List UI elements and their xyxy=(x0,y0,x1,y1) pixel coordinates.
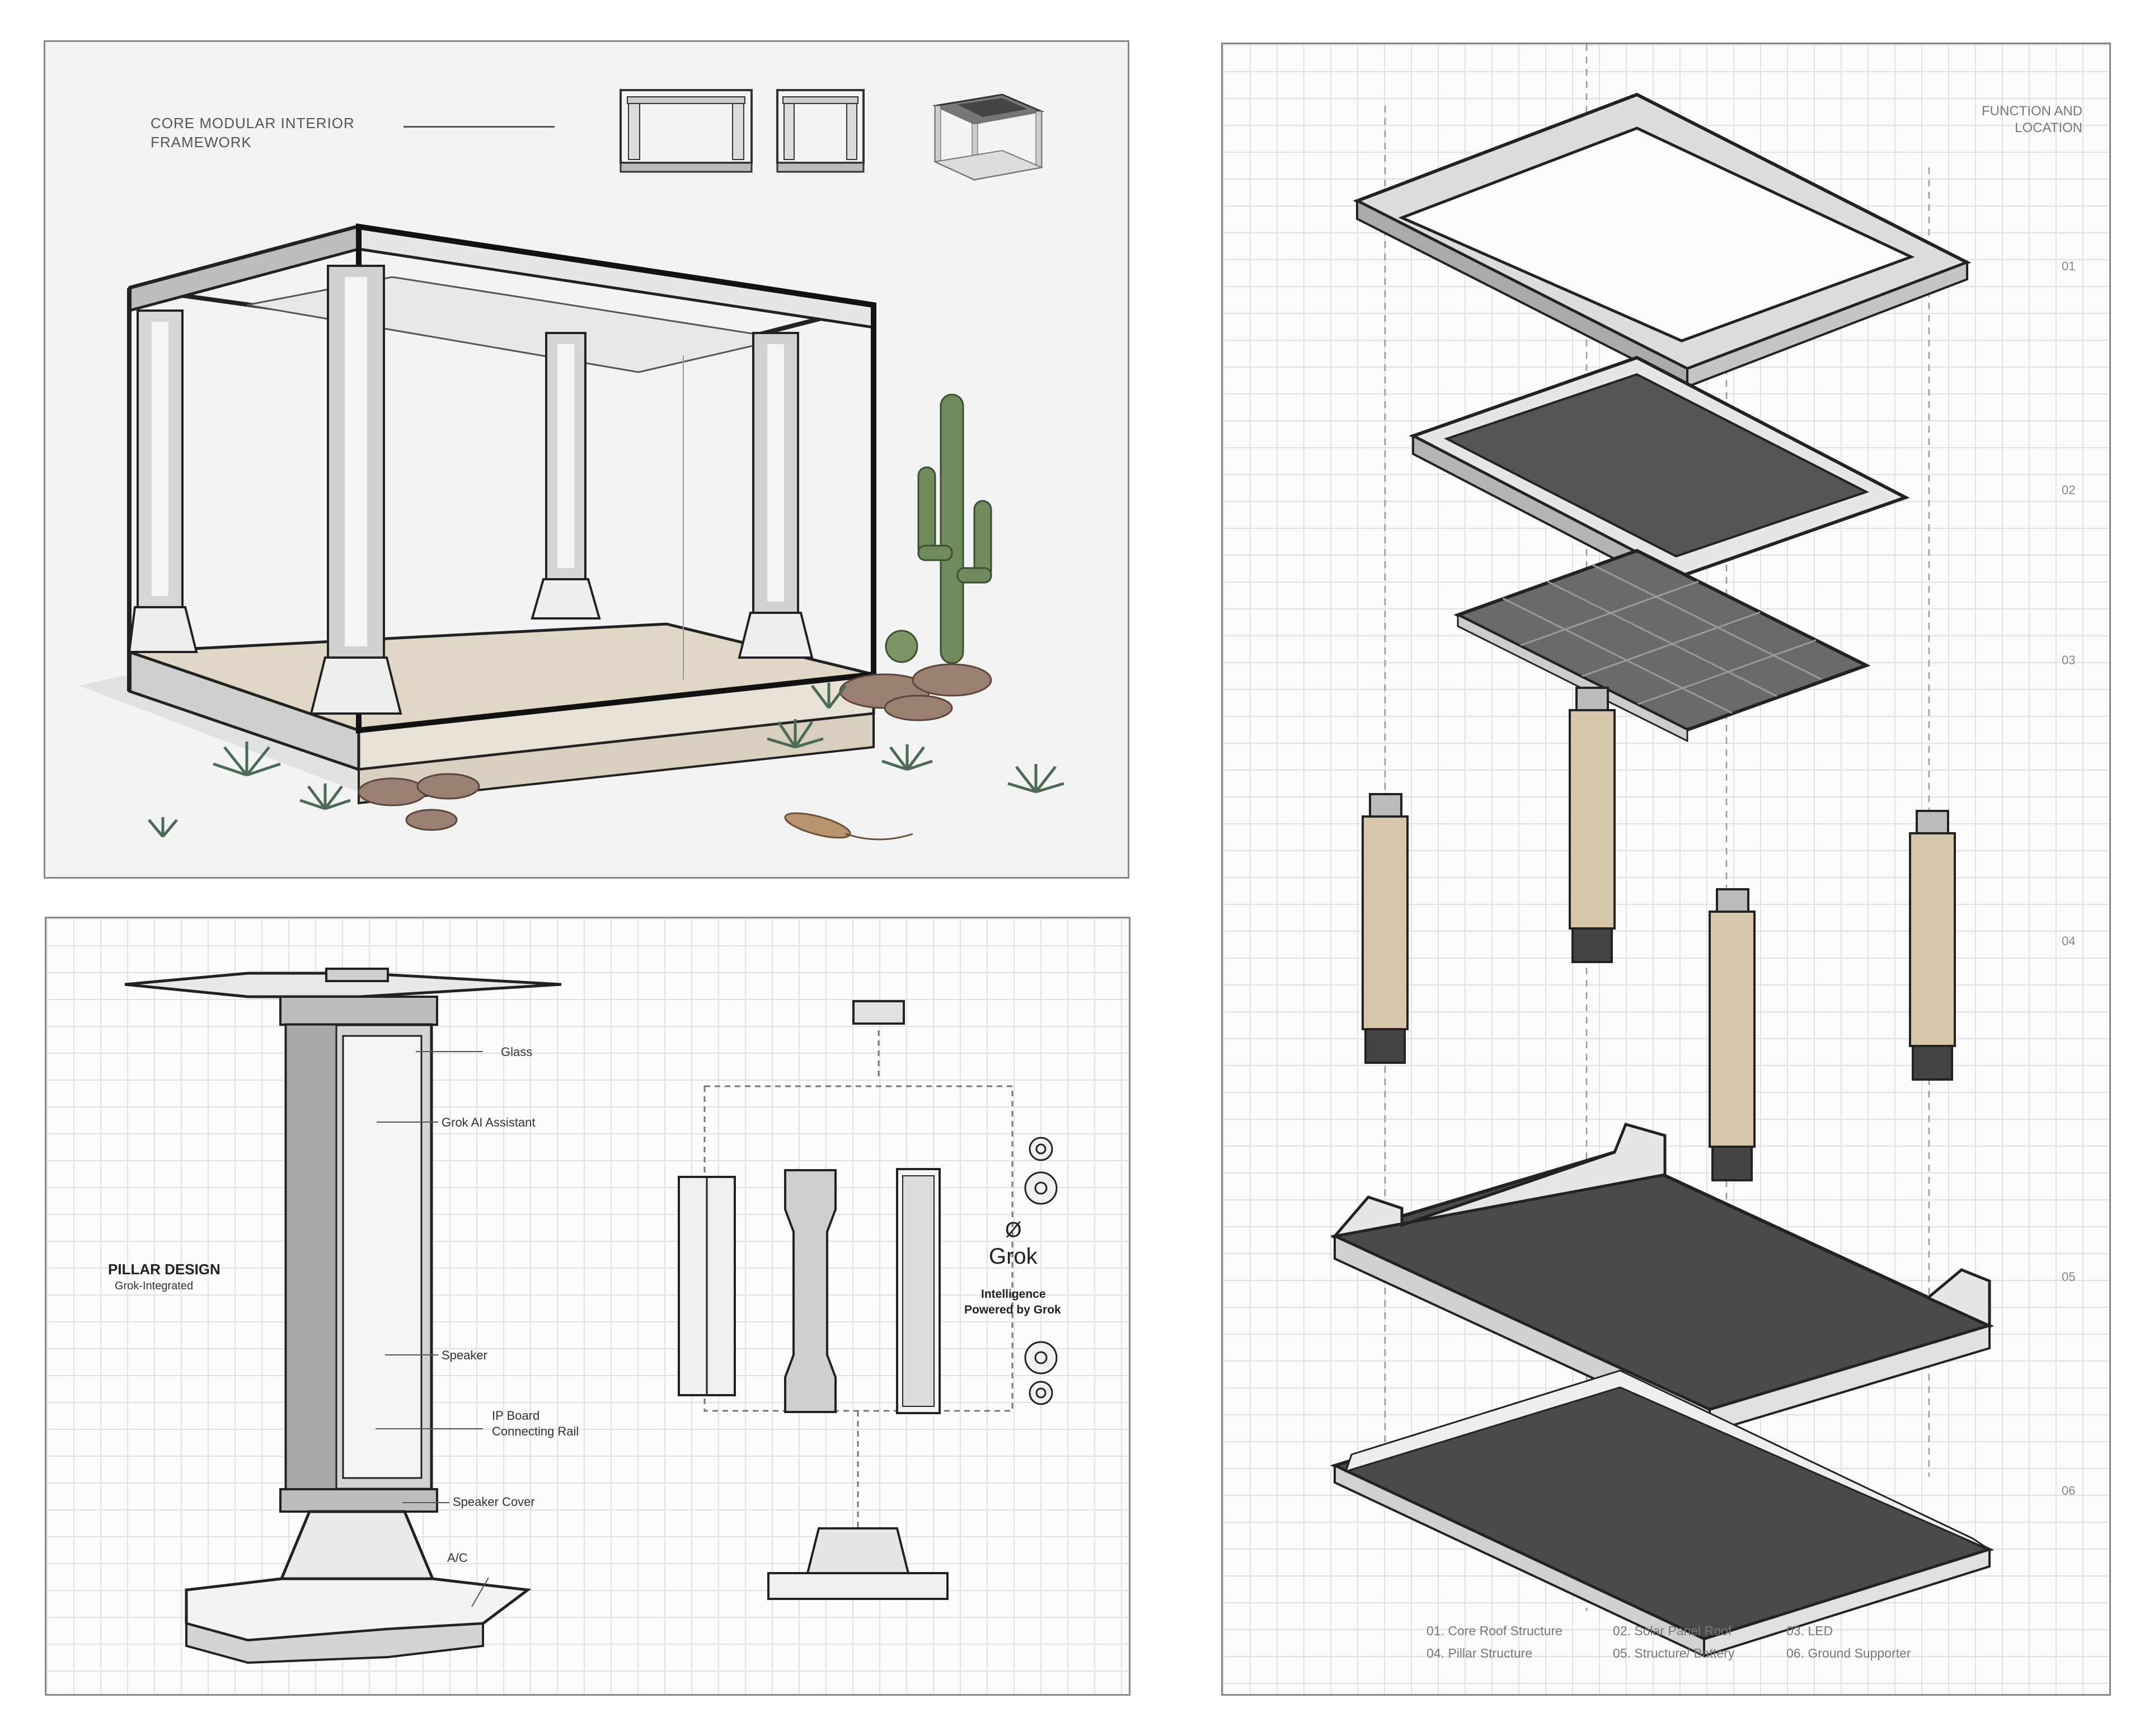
legend-item-04: 04. Pillar Structure xyxy=(1427,1646,1533,1660)
legend-item-03: 03. LED xyxy=(1786,1624,1833,1638)
modular-framework-render xyxy=(79,223,1064,841)
legend-item-01: 01. Core Roof Structure xyxy=(1427,1624,1563,1638)
pillar-back-left xyxy=(128,309,198,653)
legend-item-05: 05. Structure/ Battery xyxy=(1613,1646,1735,1660)
isometric-thumbnail xyxy=(932,93,1045,181)
side-view-thumbnail xyxy=(776,89,865,173)
layer-number-03: 03 xyxy=(2062,653,2076,667)
title-underline xyxy=(403,126,555,128)
legend-item-02: 02. Solar Panel Roof xyxy=(1613,1624,1732,1638)
grok-tagline-line2: Powered by Grok xyxy=(964,1303,1061,1316)
layer-core-roof xyxy=(1353,92,1972,389)
layer-solar-panel-roof xyxy=(1409,355,1910,596)
exploded-view-panel: FUNCTION AND LOCATION xyxy=(1221,43,2111,1696)
layer-number-04: 04 xyxy=(2062,934,2076,948)
grok-tagline-line1: Intelligence xyxy=(981,1288,1046,1301)
pillar-drawing xyxy=(124,968,1058,1664)
exploded-assembly xyxy=(1330,44,1995,1658)
saguaro-cactus xyxy=(917,393,992,664)
callout-speaker: Speaker xyxy=(442,1348,487,1362)
layer-number-05: 05 xyxy=(2062,1270,2076,1284)
pillar-design-panel: Glass Grok AI Assistant Speaker IP Board… xyxy=(45,917,1130,1696)
legend-item-06: 06. Ground Supporter xyxy=(1786,1646,1911,1660)
layer-structure-battery xyxy=(1330,1122,1995,1434)
callout-glass: Glass xyxy=(501,1045,533,1059)
framework-title-line1: CORE MODULAR INTERIOR xyxy=(151,115,355,132)
callout-grok-assistant: Grok AI Assistant xyxy=(442,1115,536,1129)
layer-pillars xyxy=(1362,687,1956,1181)
layer-number-02: 02 xyxy=(2062,483,2076,497)
grok-symbol: Ø xyxy=(1005,1218,1022,1242)
layer-ground-supporter xyxy=(1330,1369,1995,1658)
pillar-front-left xyxy=(309,265,402,715)
grok-wordmark: Grok xyxy=(989,1244,1038,1269)
speaker-discs xyxy=(1024,1137,1058,1405)
function-location-heading-line2: LOCATION xyxy=(2015,120,2082,135)
function-location-heading-line1: FUNCTION AND xyxy=(1982,104,2082,119)
agave-plants xyxy=(148,683,1064,838)
callout-ac: A/C xyxy=(447,1551,468,1565)
layer-led xyxy=(1453,548,1871,743)
lizard xyxy=(784,812,913,841)
callout-ip-board-line2: Connecting Rail xyxy=(492,1424,579,1438)
pillar-back-right xyxy=(531,332,601,620)
framework-render-panel: CORE MODULAR INTERIOR FRAMEWORK xyxy=(44,40,1129,879)
layer-number-06: 06 xyxy=(2062,1484,2076,1498)
rocks xyxy=(358,663,992,831)
barrel-cactus xyxy=(885,630,918,663)
front-view-thumbnail xyxy=(620,89,753,173)
framework-title-line2: FRAMEWORK xyxy=(151,134,252,151)
pillar-front-right xyxy=(738,332,814,659)
pillar-design-subtitle: Grok-Integrated xyxy=(115,1280,194,1292)
callout-ip-board-line1: IP Board xyxy=(492,1409,540,1423)
pillar-design-title: PILLAR DESIGN xyxy=(108,1261,220,1278)
callout-speaker-cover: Speaker Cover xyxy=(453,1495,535,1509)
layer-number-01: 01 xyxy=(2062,259,2076,273)
pillar-exploded-parts xyxy=(678,1168,941,1414)
